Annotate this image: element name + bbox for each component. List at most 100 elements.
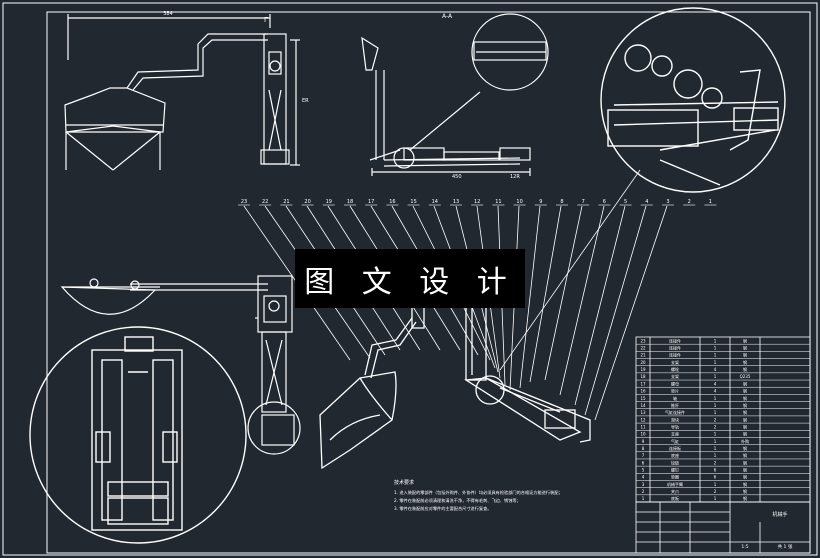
table-cell: 轴 (673, 395, 677, 401)
balloon-number: 2 (688, 199, 691, 205)
isometric-arm (464, 299, 591, 443)
inner-border (46, 11, 811, 554)
table-cell: 钢 (743, 459, 747, 465)
detail-circle-top-right (600, 7, 786, 193)
table-cell: 支架 (671, 359, 679, 365)
table-cell: 1 (714, 396, 717, 401)
table-cell: 外购 (741, 438, 749, 444)
table-cell: 连接件 (669, 337, 681, 343)
table-cell: 钢 (743, 395, 747, 401)
table-cell: 6 (714, 468, 717, 473)
table-cell: 螺母 (671, 380, 679, 386)
title-block (635, 501, 811, 554)
table-cell: 钢 (743, 495, 747, 501)
technical-notes: 技术要求 1. 进入装配的零部件（包括外购件、外协件）均必须具有检验部门的合格证… (394, 479, 563, 512)
dim-bottom-right: 12R (510, 174, 520, 180)
table-cell: 13 (640, 410, 646, 415)
table-cell: 钢 (743, 337, 747, 343)
balloon-number: 18 (347, 199, 353, 205)
table-cell: 铰链 (671, 459, 679, 465)
detail-circle-bottom-left (29, 326, 247, 544)
balloon-number: 4 (645, 199, 648, 205)
table-cell: 4 (642, 475, 645, 480)
table-cell: 10 (640, 432, 646, 437)
front-view-top (64, 14, 300, 171)
parts-table (635, 336, 811, 503)
table-cell: 钢 (743, 345, 747, 351)
table-cell: 11 (640, 424, 646, 429)
plan-view-middle (60, 275, 301, 455)
table-cell: 导轨 (671, 423, 679, 429)
table-cell: 钢 (743, 423, 747, 429)
table-cell: 钢 (743, 481, 747, 487)
isometric-hopper (319, 299, 425, 470)
balloon-number: 9 (539, 199, 542, 205)
table-cell: 4 (714, 367, 717, 372)
notes-title: 技术要求 (394, 479, 414, 486)
table-cell: 垫圈 (671, 474, 679, 480)
table-cell: 3 (642, 482, 645, 487)
table-cell: 支架 (671, 373, 679, 379)
dim-bottom-left: 450 (452, 174, 462, 180)
table-cell: 4 (714, 381, 717, 386)
table-cell: 螺钉 (671, 467, 679, 473)
balloon-number: 12 (474, 199, 480, 205)
title-block-scale: 1:5 (741, 544, 748, 550)
balloon-number: 23 (241, 199, 247, 205)
dim-side-height: ER (302, 98, 309, 104)
balloon-number: 11 (495, 199, 501, 205)
side-view-top (361, 13, 549, 176)
table-cell: 钢 (743, 359, 747, 365)
table-cell: 钢 (743, 474, 747, 480)
table-cell: 23 (640, 338, 646, 343)
table-cell: 14 (640, 403, 646, 408)
table-cell: 18 (640, 374, 646, 379)
table-cell: 连接件 (669, 345, 681, 351)
table-cell: 22 (640, 346, 646, 351)
table-cell: 钢 (743, 352, 747, 358)
table-cell: 钢 (743, 467, 747, 473)
table-cell: 7 (642, 453, 645, 458)
table-cell: 5 (642, 468, 645, 473)
table-cell: 1 (714, 346, 717, 351)
table-cell: 17 (640, 381, 646, 386)
notes-line-3: 3. 零件在装配前应对零件的主要配合尺寸进行复查。 (394, 505, 491, 512)
table-cell: 2 (714, 417, 717, 422)
table-cell: 支座 (671, 431, 679, 437)
table-cell: Q235 (740, 374, 751, 379)
watermark-text: 图 文 设 计 (304, 264, 516, 300)
table-cell: 15 (640, 396, 646, 401)
table-cell: 19 (640, 367, 646, 372)
balloon-number: 20 (304, 199, 310, 205)
table-cell: 钢 (743, 488, 747, 494)
table-cell: 1 (714, 439, 717, 444)
table-cell: 钢 (743, 409, 747, 415)
table-cell: 1 (714, 453, 717, 458)
balloon-number: 1 (709, 199, 712, 205)
notes-line-2: 2. 零件在装配前必须清理和清洗干净，不得有毛刺、飞边、锈蚀等； (394, 497, 521, 504)
table-cell: 垫片 (671, 388, 679, 394)
table-cell: 底座 (671, 452, 679, 458)
table-cell: 1 (714, 374, 717, 379)
title-block-title: 机械手 (772, 511, 787, 518)
table-cell: 1 (714, 482, 717, 487)
table-cell: 1 (714, 338, 717, 343)
balloon-number: 19 (326, 199, 332, 205)
table-cell: 钢 (743, 402, 747, 408)
table-cell: 连接件 (669, 352, 681, 358)
table-cell: 21 (640, 353, 646, 358)
table-cell: 1 (714, 496, 717, 501)
balloon-number: 16 (389, 199, 395, 205)
table-cell: 钢 (743, 452, 747, 458)
table-cell: 12 (640, 417, 646, 422)
table-cell: 20 (640, 360, 646, 365)
table-cell: 1 (714, 403, 717, 408)
table-cell: 2 (714, 489, 717, 494)
balloon-number: 5 (624, 199, 627, 205)
notes-line-1: 1. 进入装配的零部件（包括外购件、外协件）均必须具有检验部门的合格证方能进行装… (394, 489, 563, 496)
table-cell: 钢 (743, 366, 747, 372)
